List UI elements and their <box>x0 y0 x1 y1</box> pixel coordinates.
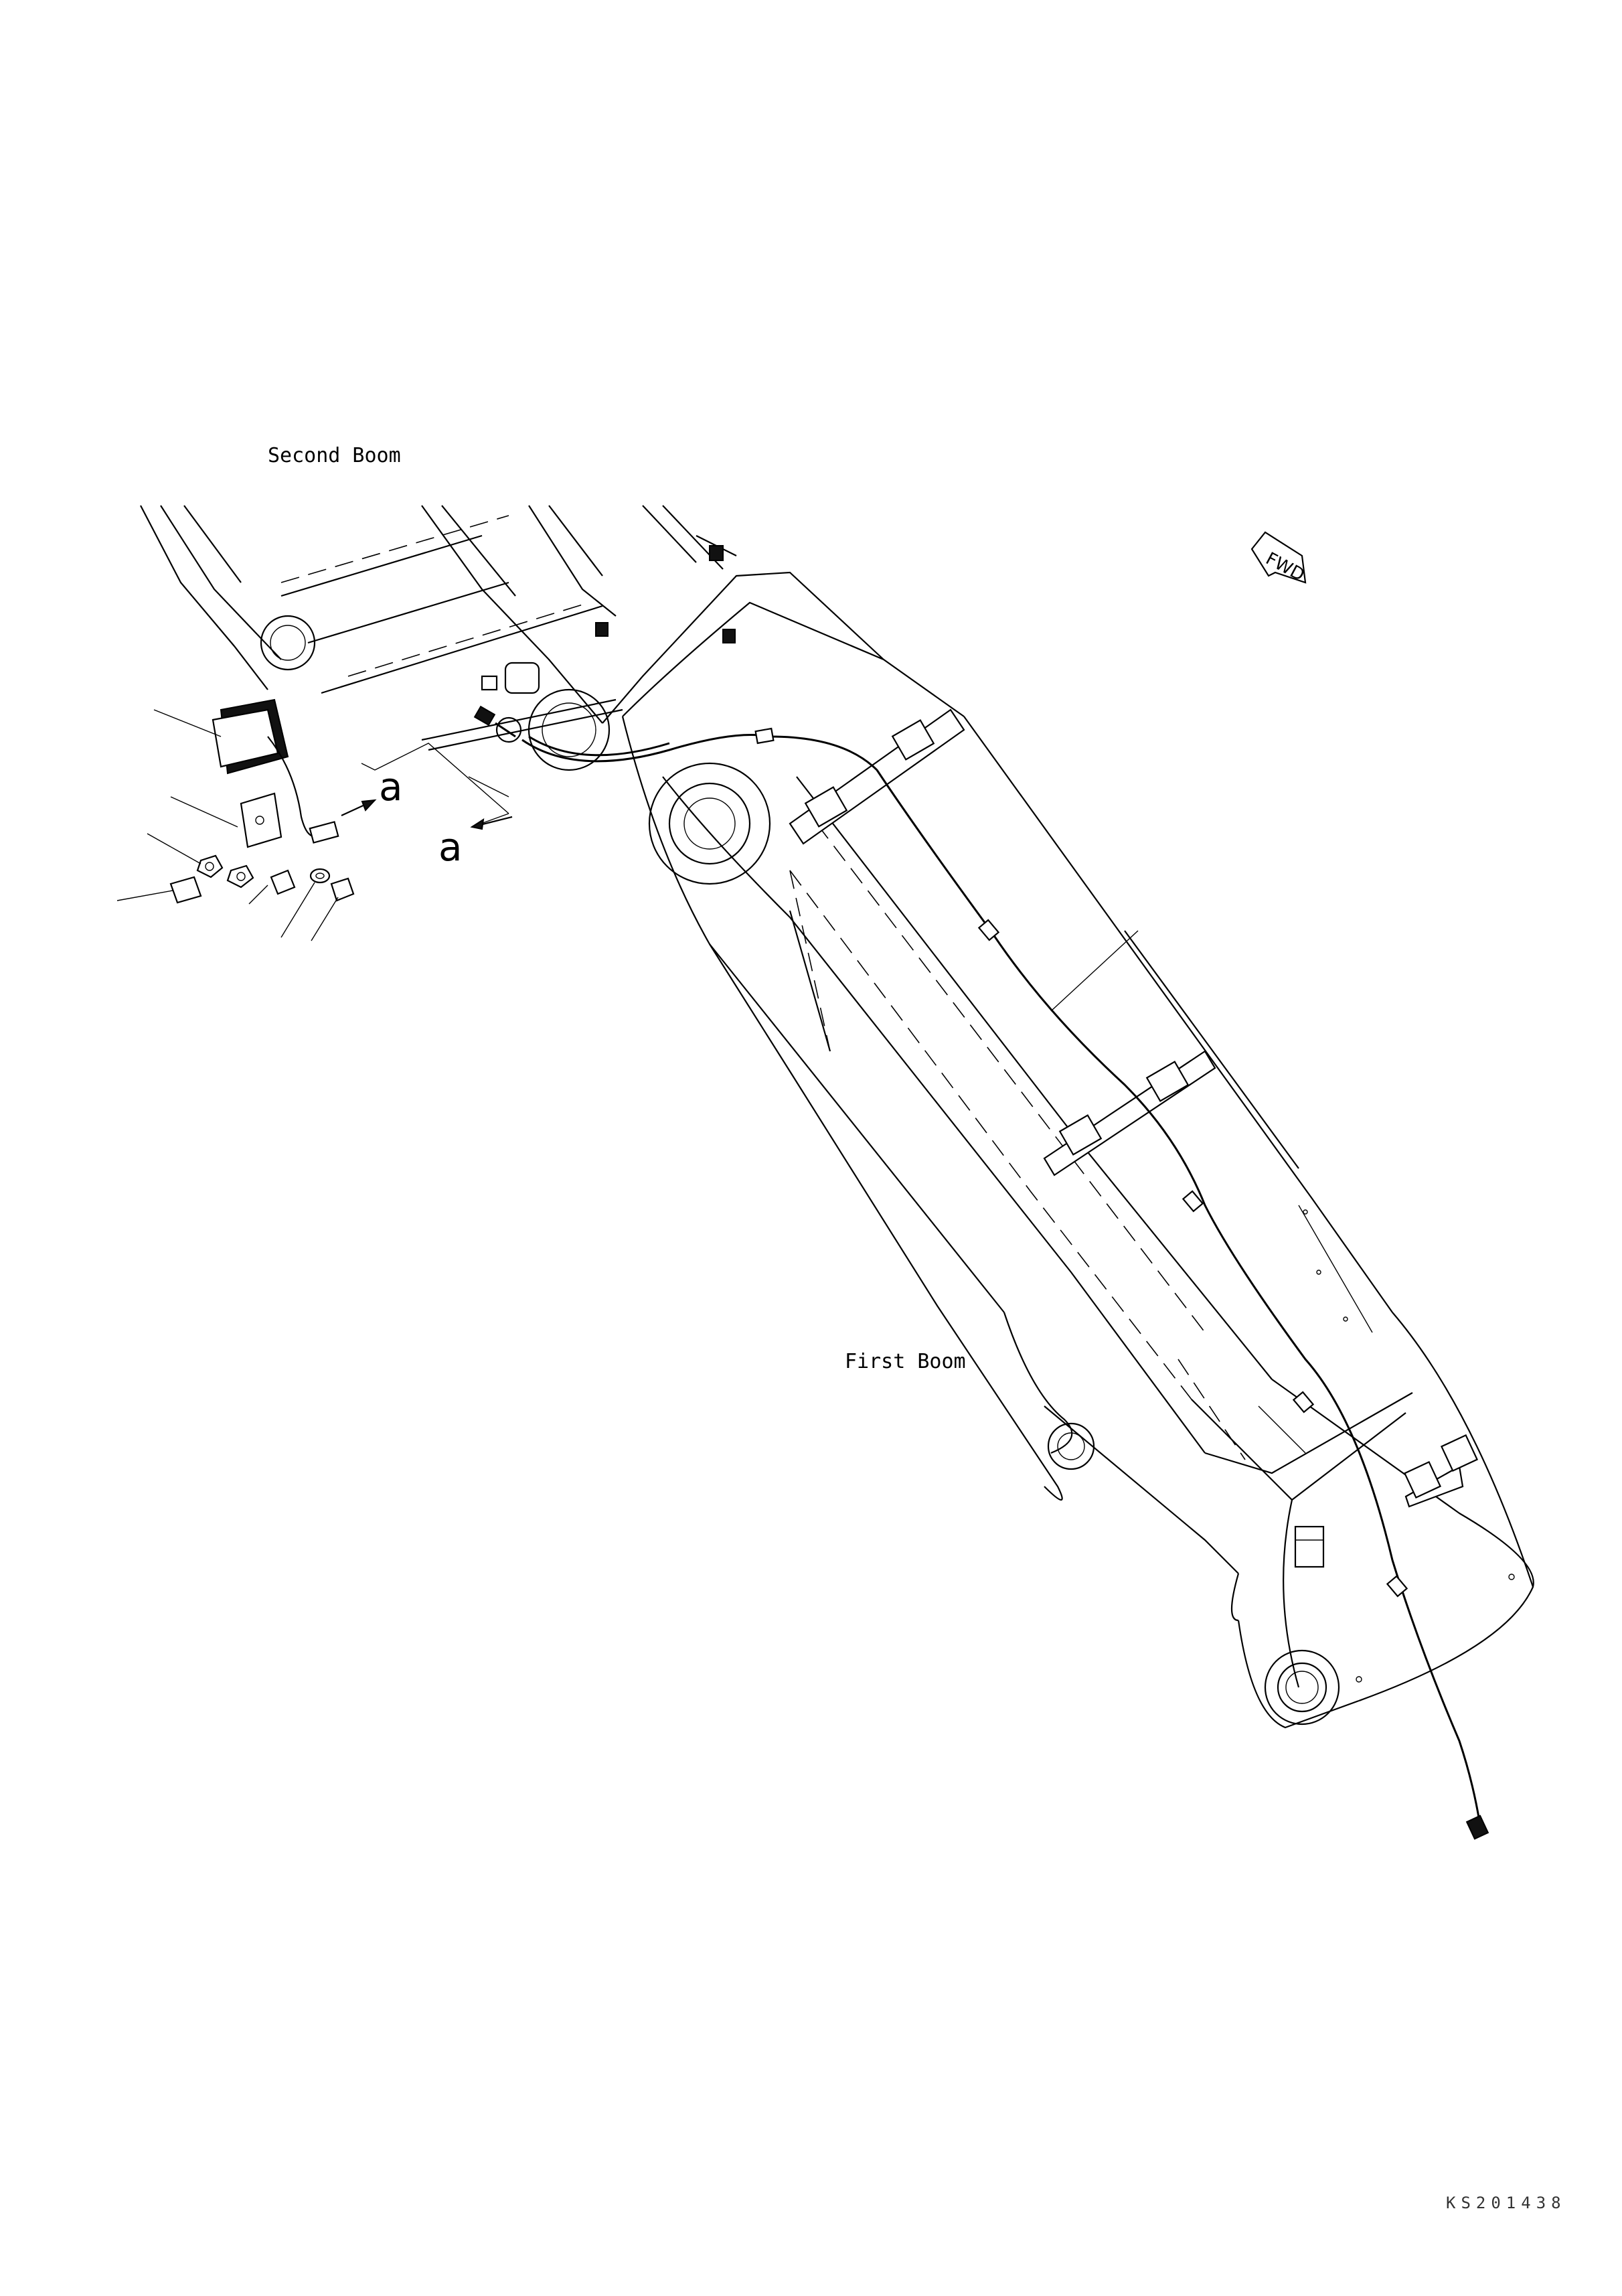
wiring-harness <box>473 705 1489 1840</box>
view-a-label-upper: a <box>379 764 403 810</box>
fwd-arrow-icon <box>1250 531 1307 584</box>
connector-icon <box>473 705 496 726</box>
fwd-direction-symbol: FWD <box>1250 531 1307 585</box>
end-connector-icon <box>1465 1815 1489 1840</box>
view-a-arrows <box>341 743 513 830</box>
arrow-left-icon <box>470 818 485 830</box>
wire-clamp-brackets <box>789 708 1479 1508</box>
first-boom-label: First Boom <box>845 1350 966 1373</box>
second-boom-label: Second Boom <box>268 444 401 467</box>
first-boom-structure <box>621 601 1534 1729</box>
arrow-right-icon <box>361 799 377 812</box>
drawing-code: KS201438 <box>1446 2194 1566 2212</box>
work-lamp-assembly <box>116 698 355 941</box>
view-a-label-lower: a <box>438 824 463 870</box>
